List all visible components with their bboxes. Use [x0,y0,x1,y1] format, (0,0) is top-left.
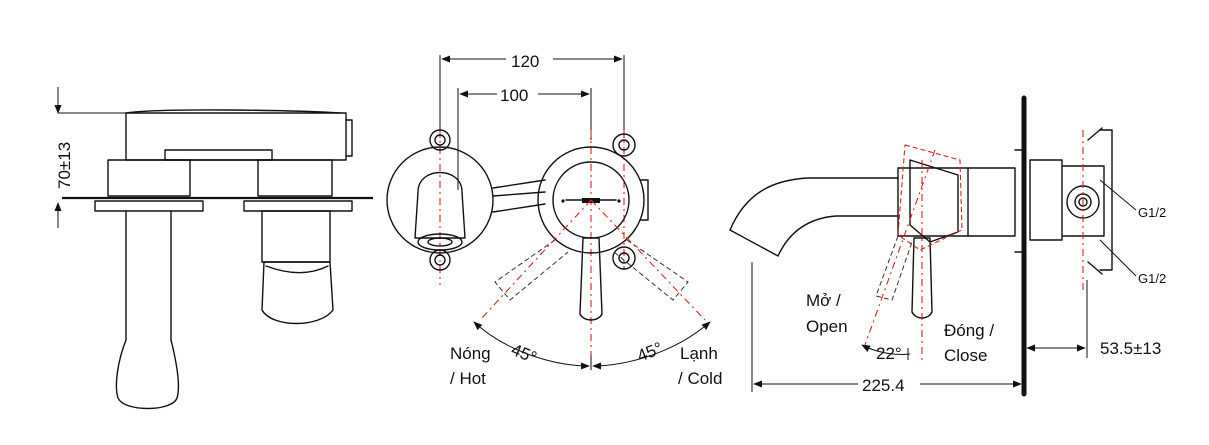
thread-top-label: G1/2 [1138,205,1166,220]
height-dim-label: 70±13 [55,142,74,189]
length-dimension: 225.4 [751,262,1022,395]
width-outer-label: 120 [511,52,539,71]
depth-dimension: 53.5±13 [1026,280,1161,358]
cold-label-line1: Lạnh [680,344,718,363]
profile-spout [729,177,899,257]
height-dimension: 70±13 [54,87,126,228]
thread-bottom-label: G1/2 [1138,271,1166,286]
side-valve-body [261,210,334,325]
front-valve [537,133,649,321]
width-dimensions: 120 100 [439,52,625,190]
front-spout [386,129,494,271]
side-handle [107,109,353,197]
cold-label-line2: / Cold [678,369,722,388]
angle-arc [473,321,711,370]
close-label-line2: Close [944,346,987,365]
angle-open-label: 22° [876,344,902,363]
side-view: 70±13 [54,87,373,410]
side-spout [115,210,180,410]
open-label-line2: Open [806,317,848,336]
open-label-line1: Mở / [806,291,841,310]
angle-right-label: 45° [634,338,665,365]
width-inner-label: 100 [500,86,528,105]
length-dim-label: 225.4 [862,376,905,395]
hot-label-line1: Nóng [450,344,491,363]
hot-label-line2: / Hot [450,369,486,388]
profile-back-body [1029,127,1113,275]
angle-left-label: 45° [509,340,540,367]
depth-dim-label: 53.5±13 [1100,339,1161,358]
front-view: 120 100 [386,52,722,388]
close-label-line1: Đóng / [944,321,994,340]
profile-view: 22° G1/2 G1/2 Mở / Open Đóng / Close 53.… [729,95,1166,397]
